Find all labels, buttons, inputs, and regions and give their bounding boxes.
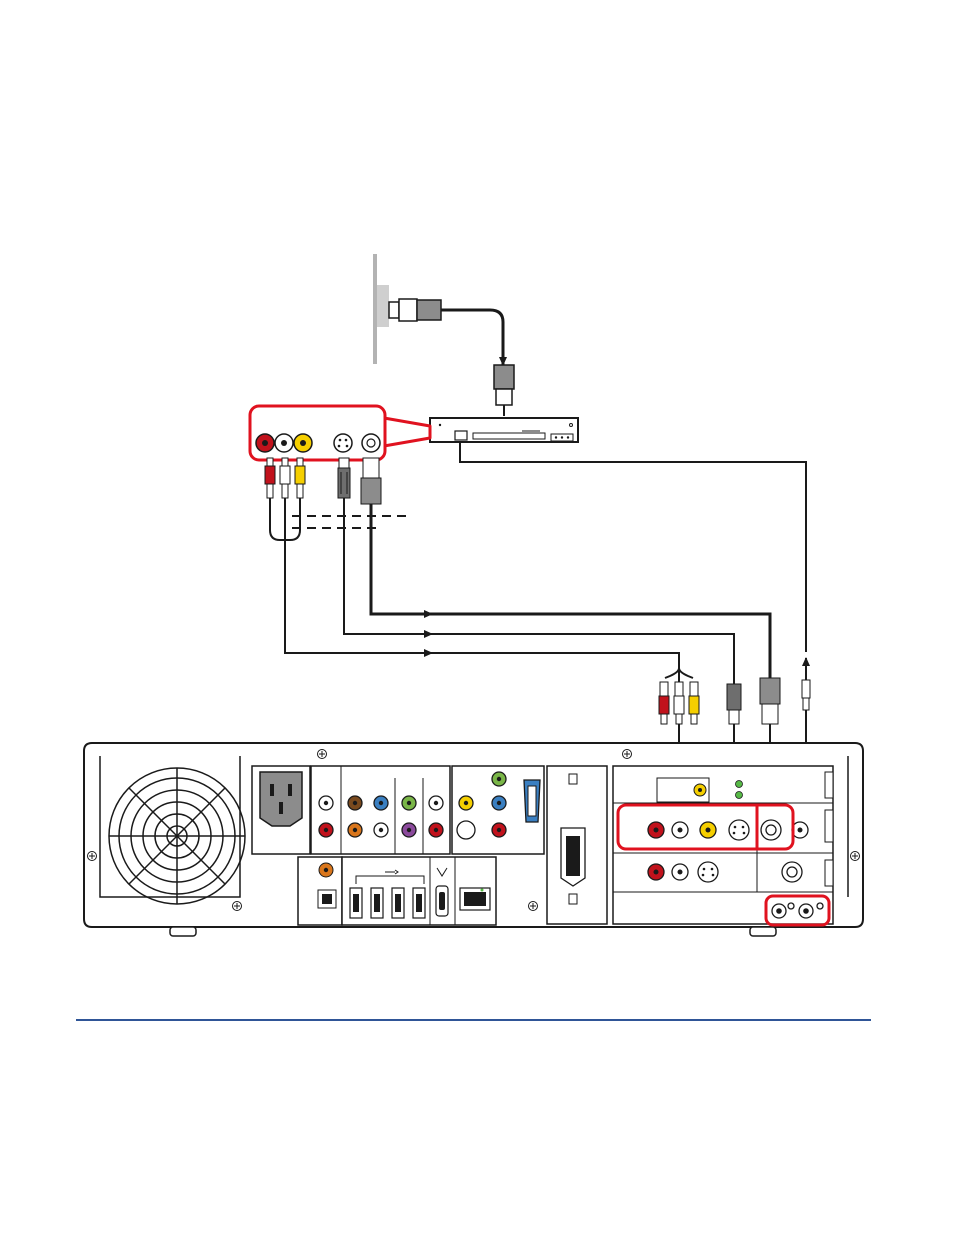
ethernet-port-icon xyxy=(460,888,490,910)
rca-plugs-at-pc xyxy=(659,682,699,724)
fan-grille-icon xyxy=(109,768,245,904)
svideo-plug-at-pc xyxy=(727,684,741,724)
cable-box xyxy=(430,418,578,442)
coax-plug-at-box xyxy=(494,365,514,416)
vga-port-icon xyxy=(524,780,540,822)
power-inlet-icon xyxy=(260,772,302,826)
coax-plug-at-pc xyxy=(760,678,780,724)
section-divider xyxy=(76,1019,871,1021)
pc-rear-panel xyxy=(84,743,863,936)
cable-box-jacks-callout xyxy=(250,406,430,460)
rca-run xyxy=(270,498,432,653)
ir-blaster-cable xyxy=(802,680,810,724)
coax-wall-to-box xyxy=(441,310,503,365)
wall-coax-outlet xyxy=(373,254,441,364)
coax-run xyxy=(371,504,432,614)
ir-blaster-run xyxy=(460,442,806,652)
s-video-cable xyxy=(338,458,350,498)
coax-cable xyxy=(361,458,381,504)
rca-cable-red-white-yellow xyxy=(265,458,305,498)
